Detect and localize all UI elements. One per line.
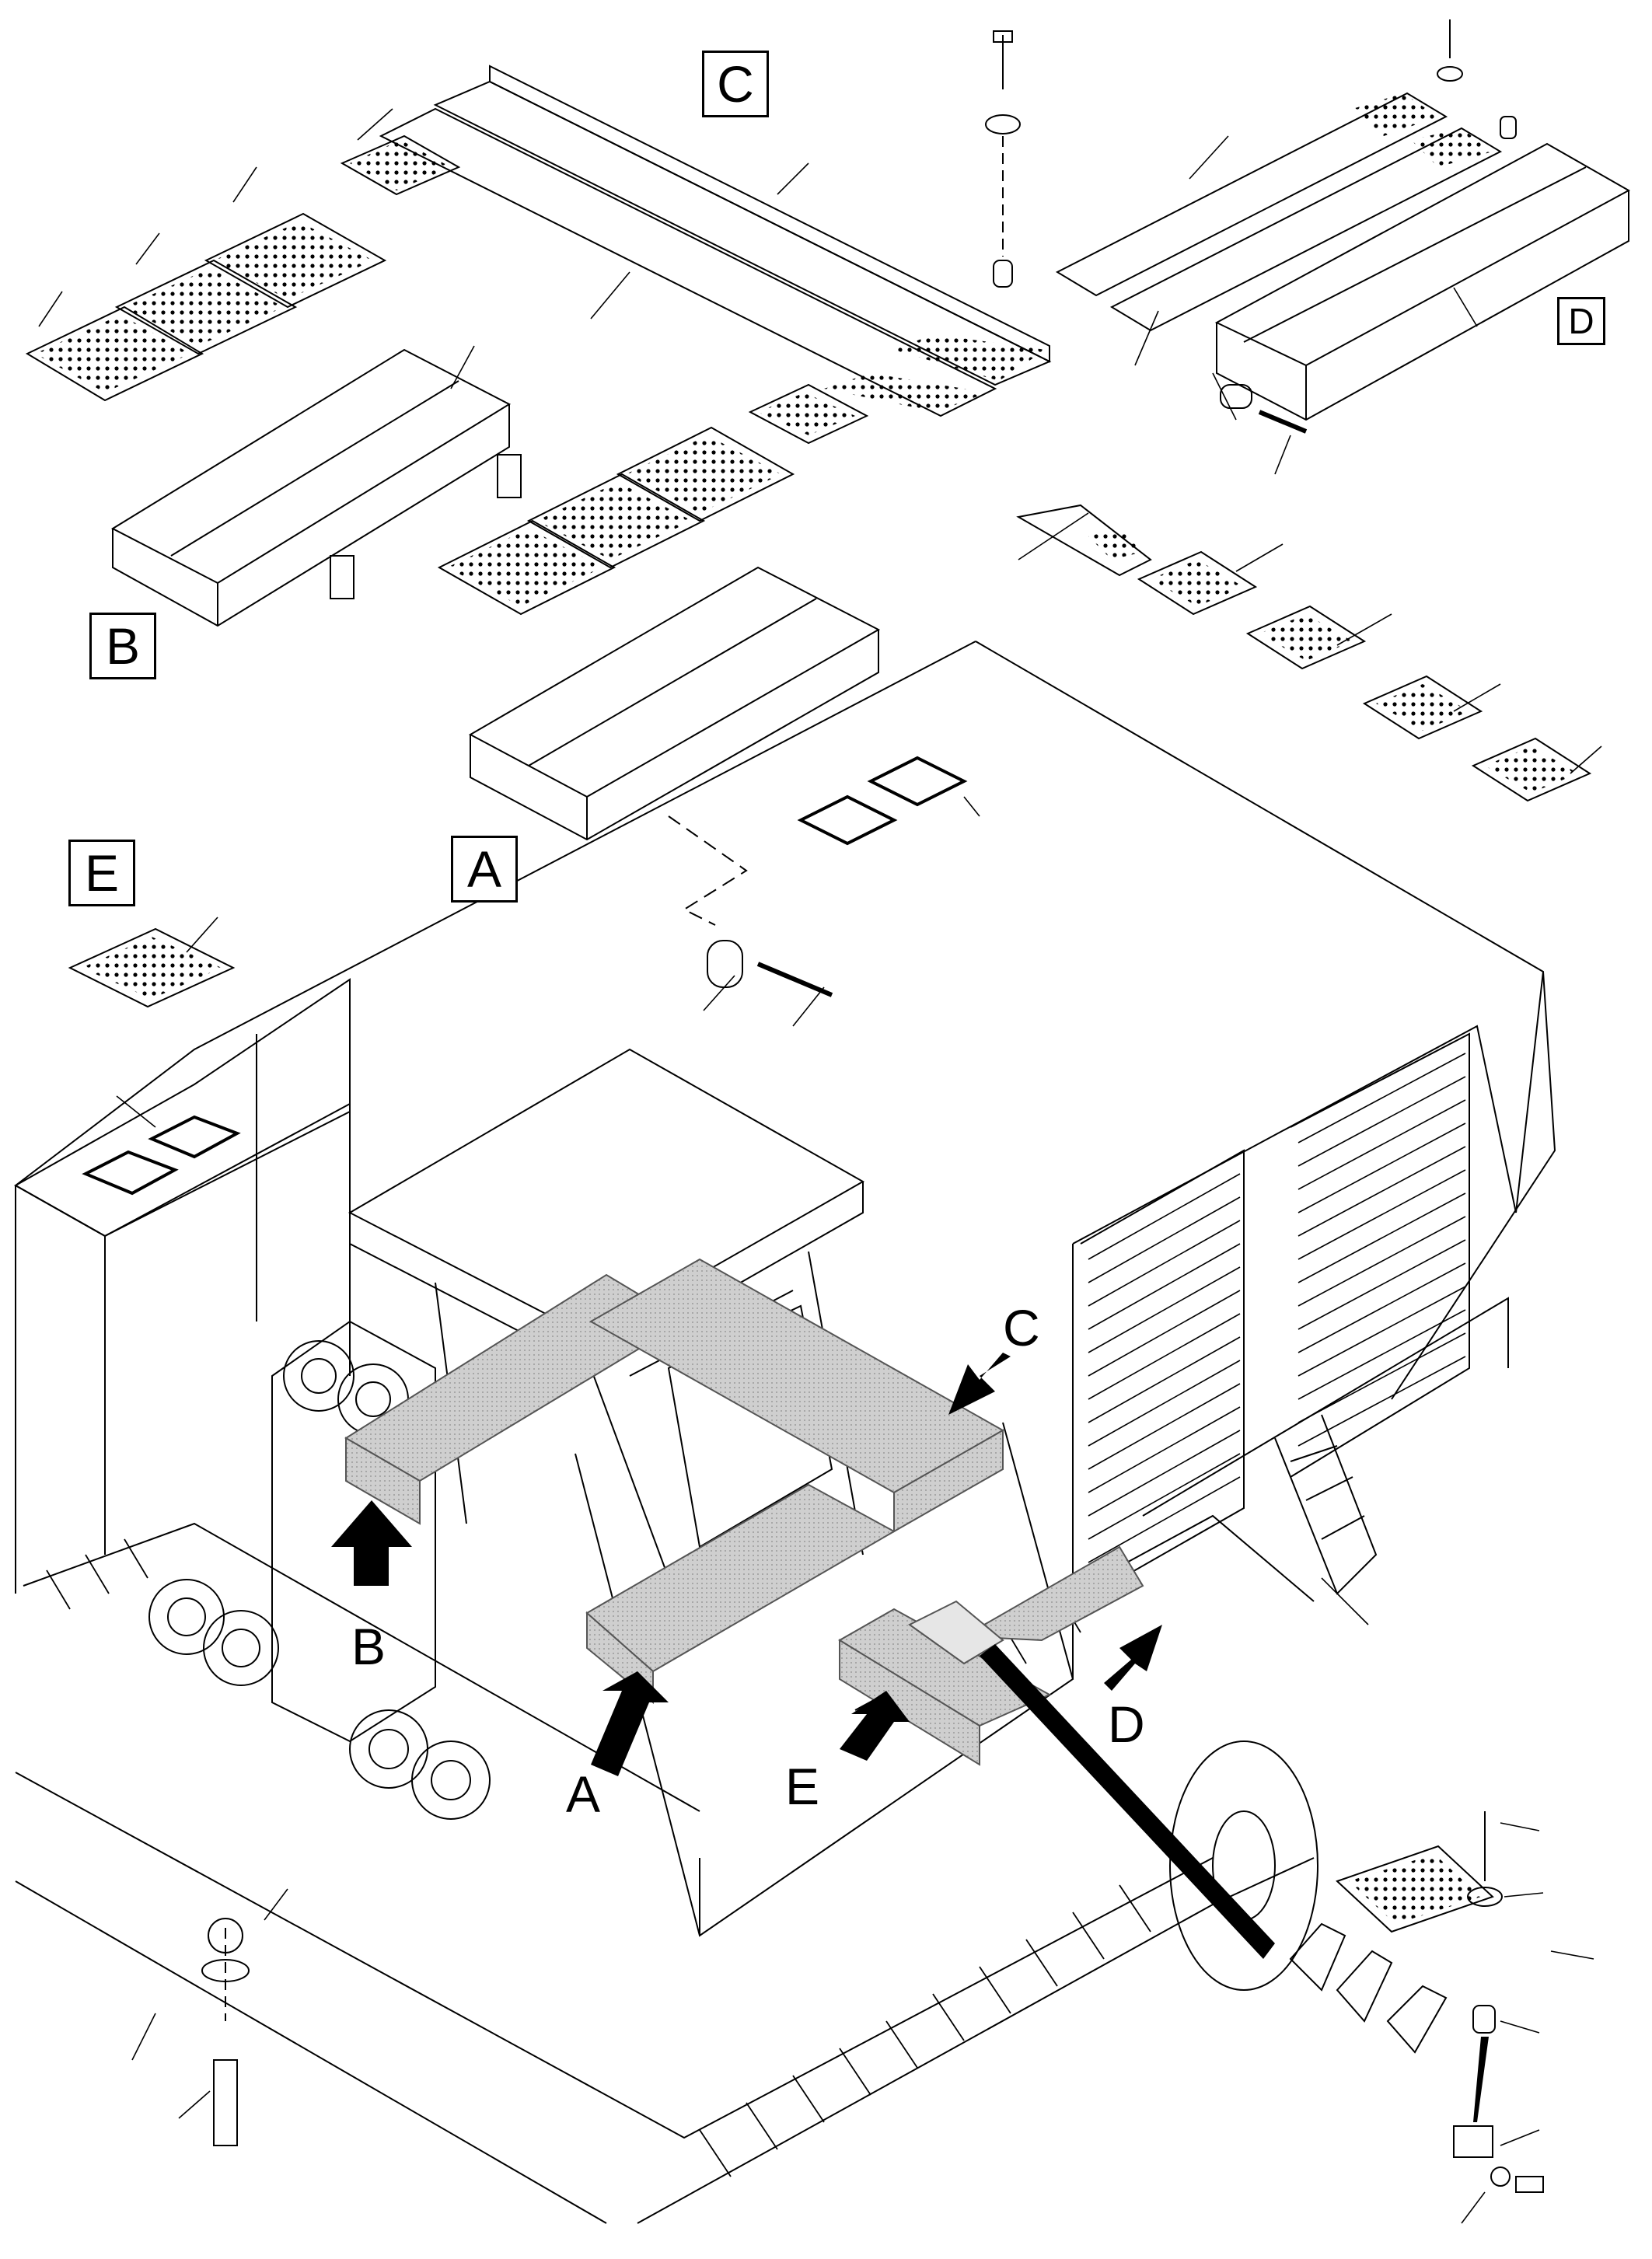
step-plates-e [68,504,1592,1008]
frame-d [1214,142,1631,434]
louver-panel-left [1080,1149,1245,1602]
boom-brackets [148,1320,491,1820]
hatch-covers [797,756,968,846]
arrow-e [840,1691,910,1761]
arrow-label-d: D [1108,1695,1145,1753]
arrow-c [948,1353,1011,1415]
callout-arrows [331,1353,1162,1776]
arrow-label-c: C [1003,1299,1040,1356]
handrail [1142,1297,1509,1595]
installed-location-e [838,1600,1052,1766]
arrow-label-b: B [351,1618,386,1675]
walkway-plank-long-lower [379,107,997,417]
walkway-plank-long-upper [433,65,1052,386]
grating-panels-b [25,134,461,402]
detail-pointer-wedge [980,1644,1275,1959]
installed-location-d [961,1545,1144,1642]
group-label-e: E [68,840,135,906]
fasteners [201,19,1544,2193]
arrow-a [591,1671,669,1776]
arrow-label-a: A [566,1765,601,1823]
leader-lines [38,108,1602,2224]
crawler-track-front [15,1741,1318,2224]
mounting-brackets [1289,1845,1494,2054]
grating-panels-a [437,383,869,616]
arrow-label-e: E [785,1758,820,1815]
group-label-a: A [451,836,518,903]
arrow-b [331,1500,412,1586]
walkway-plank-d [1055,92,1503,332]
frame-b [110,348,522,627]
group-label-b: B [89,613,156,679]
installed-location-c [589,1258,1005,1533]
counterweight-block [13,978,351,1376]
detail-pointer-wedge-small [1473,2037,1489,2122]
frame-a [468,566,881,997]
group-label-d: D [1557,297,1605,345]
arrow-d [1104,1625,1162,1691]
operator-cab [348,1048,1074,1937]
louver-panel-right [1290,1032,1470,1478]
group-label-c: C [702,51,769,117]
